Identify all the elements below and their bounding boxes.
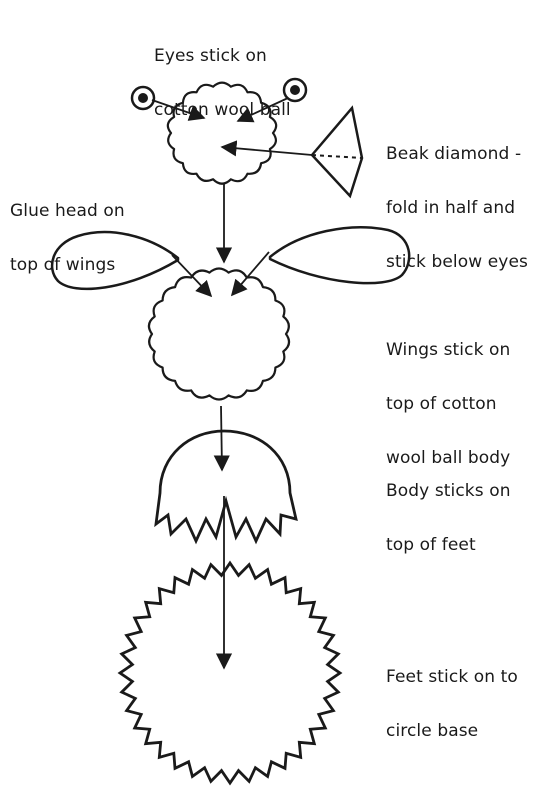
arrow-left-wing: [172, 255, 211, 296]
cotton-wool-body: [149, 269, 289, 400]
label-eyes-line-2: cotton wool ball: [154, 101, 291, 119]
label-body: Body sticks on top of feet: [386, 446, 511, 572]
label-beak-line-1: Beak diamond -: [386, 145, 528, 163]
arrow-body-down: [221, 406, 222, 470]
label-beak-line-2: fold in half and: [386, 199, 528, 217]
label-glue-line-2: top of wings: [10, 256, 125, 274]
arrow-beak: [222, 147, 312, 155]
label-feet-line-1: Feet stick on to: [386, 668, 518, 686]
label-wings-line-2: top of cotton: [386, 395, 510, 413]
label-body-line-1: Body sticks on: [386, 482, 511, 500]
label-glue-head: Glue head on top of wings: [10, 166, 125, 292]
label-wings-line-1: Wings stick on: [386, 341, 510, 359]
label-glue-line-1: Glue head on: [10, 202, 125, 220]
label-beak: Beak diamond - fold in half and stick be…: [386, 109, 528, 289]
label-body-line-2: top of feet: [386, 536, 511, 554]
label-feet-line-2: circle base: [386, 722, 518, 740]
arrow-right-wing: [232, 252, 269, 295]
circle-base: [120, 563, 340, 783]
label-eyes-line-1: Eyes stick on: [154, 47, 291, 65]
label-feet: Feet stick on to circle base: [386, 632, 518, 758]
beak-diamond: [312, 108, 362, 196]
label-eyes: Eyes stick on cotton wool ball: [154, 11, 291, 137]
left-eye: [132, 87, 154, 109]
label-beak-line-3: stick below eyes: [386, 253, 528, 271]
feet-cutout: [156, 431, 296, 541]
